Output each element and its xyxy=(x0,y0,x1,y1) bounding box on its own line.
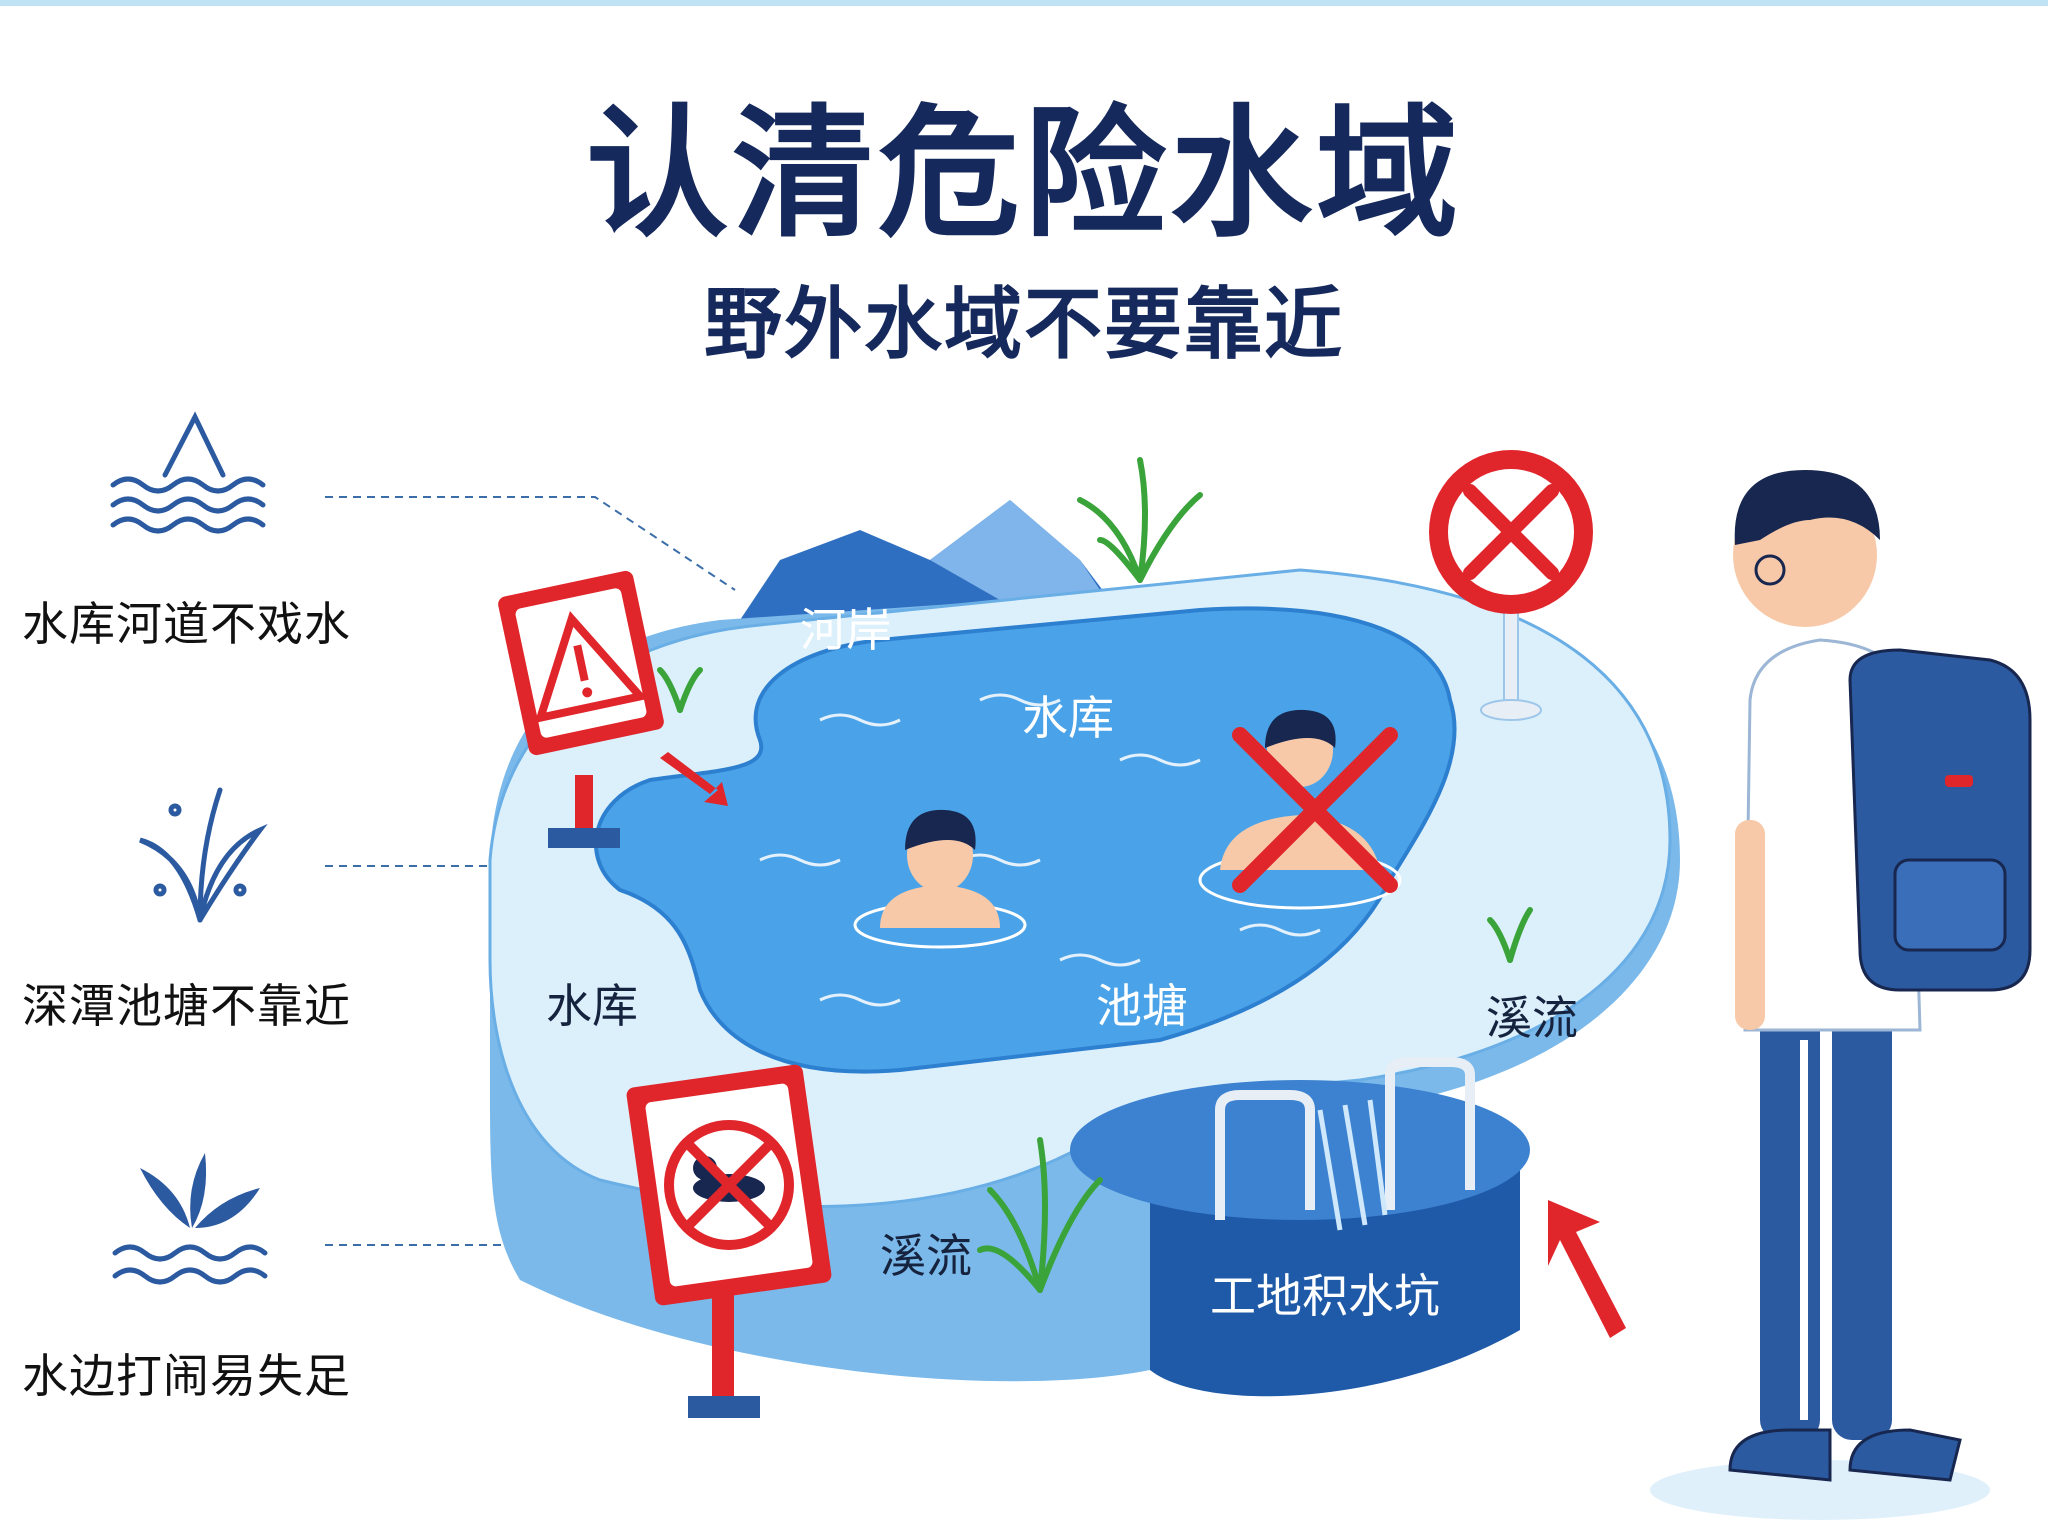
page-title: 认清危险水域 xyxy=(586,92,1462,257)
student-figure xyxy=(1650,470,2032,1520)
leaves-water-icon xyxy=(112,1153,268,1285)
no-entry-sign xyxy=(1429,450,1593,721)
tip-1-text: 水库河道不戏水 xyxy=(22,597,351,651)
label-stream-bottom: 溪流 xyxy=(880,1229,972,1283)
grass-icon xyxy=(657,457,1533,1293)
construction-pit xyxy=(1070,1057,1530,1397)
label-riverbank: 河岸 xyxy=(800,603,892,657)
swimmer-left xyxy=(853,809,1027,949)
swimmer-right-prohibited xyxy=(1198,709,1402,910)
arrow-icon xyxy=(1548,1200,1626,1338)
arrow-icon xyxy=(660,752,728,806)
page-subtitle: 野外水域不要靠近 xyxy=(703,280,1344,370)
label-reservoir-left: 水库 xyxy=(546,979,638,1033)
tip-3-text: 水边打闹易失足 xyxy=(22,1349,351,1403)
warning-sign xyxy=(498,570,664,848)
splash-plant-icon xyxy=(139,787,268,923)
label-stream-right: 溪流 xyxy=(1486,991,1578,1045)
label-pond: 池塘 xyxy=(1096,979,1188,1033)
water-peak-icon xyxy=(110,411,266,534)
tip-2-text: 深潭池塘不靠近 xyxy=(22,979,351,1033)
leader-line-1 xyxy=(325,496,736,591)
label-construction-pit: 工地积水坑 xyxy=(1210,1269,1440,1323)
no-swimming-sign xyxy=(626,1064,832,1418)
top-accent-bar xyxy=(0,0,2048,6)
label-reservoir-top: 水库 xyxy=(1022,691,1114,745)
